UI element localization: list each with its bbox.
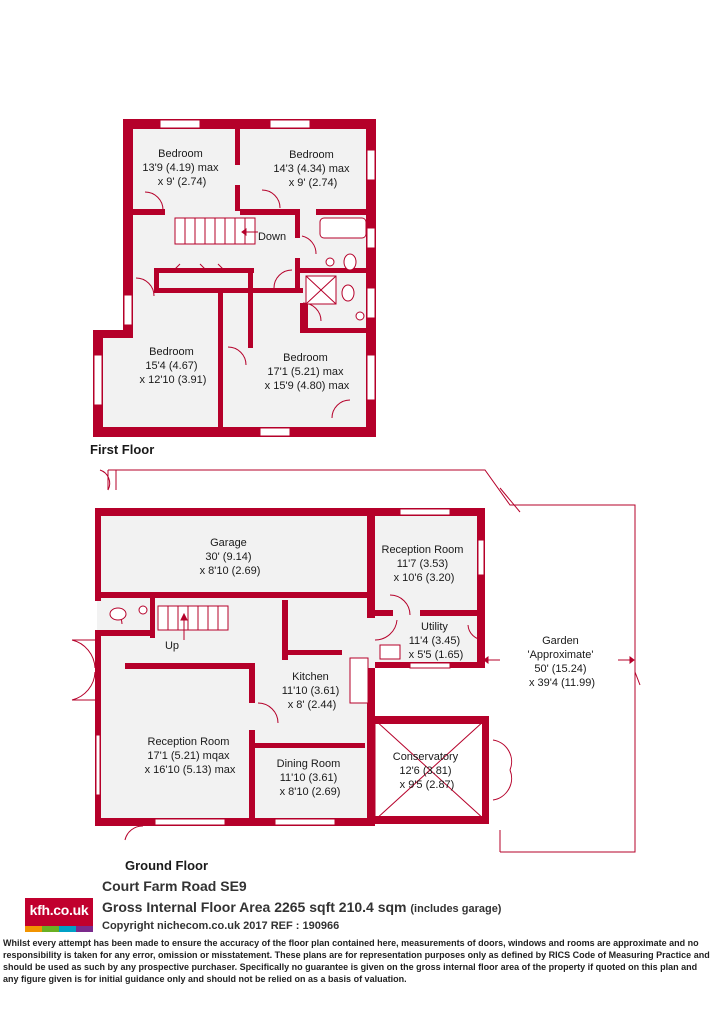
bedroom-2-label: Bedroom 14'3 (4.34) max x 9' (2.74) bbox=[273, 149, 352, 189]
bedroom-1-label: Bedroom 13'9 (4.19) max x 9' (2.74) bbox=[142, 148, 221, 188]
logo-stripes bbox=[25, 926, 93, 932]
ground-floor-stairs bbox=[157, 605, 229, 640]
reception-room-small-label: Reception Room 11'7 (3.53) x 10'6 (3.20) bbox=[382, 544, 467, 584]
ground-floor-label: Ground Floor bbox=[125, 858, 209, 873]
ground-floor-walls bbox=[95, 508, 489, 826]
gross-internal-area: Gross Internal Floor Area 2265 sqft 210.… bbox=[102, 899, 501, 915]
property-address: Court Farm Road SE9 bbox=[102, 878, 247, 894]
gia-note: (includes garage) bbox=[410, 903, 502, 915]
floor-plan: Bedroom 13'9 (4.19) max x 9' (2.74) Bedr… bbox=[71, 119, 641, 853]
garden-outline bbox=[108, 469, 636, 853]
ground-floor-plan bbox=[71, 469, 641, 853]
copyright: Copyright nichecom.co.uk 2017 REF : 1909… bbox=[102, 920, 340, 932]
ground-floor-fill bbox=[97, 512, 482, 822]
disclaimer: Whilst every attempt has been made to en… bbox=[3, 938, 710, 984]
gia-text: Gross Internal Floor Area 2265 sqft 210.… bbox=[102, 899, 407, 915]
kfh-logo: kfh.co.uk bbox=[25, 898, 93, 932]
logo-text: kfh.co.uk bbox=[29, 902, 89, 918]
conservatory-label: Conservatory 12'6 (3.81) x 9'5 (2.87) bbox=[393, 751, 461, 791]
room-labels: Bedroom 13'9 (4.19) max x 9' (2.74) Bedr… bbox=[140, 148, 596, 798]
first-floor-label: First Floor bbox=[90, 442, 155, 457]
ground-floor-fixtures bbox=[109, 605, 401, 704]
first-floor-doors bbox=[135, 189, 351, 419]
first-floor-plan bbox=[93, 119, 376, 437]
garage-label: Garage 30' (9.14) x 8'10 (2.69) bbox=[200, 537, 261, 577]
dining-room-label: Dining Room 11'10 (3.61) x 8'10 (2.69) bbox=[277, 758, 344, 798]
garden-dimension-arrows bbox=[483, 656, 641, 852]
ground-floor-windows bbox=[95, 508, 485, 826]
bedroom-4-label: Bedroom 17'1 (5.21) max x 15'9 (4.80) ma… bbox=[265, 352, 350, 392]
first-floor-walls bbox=[93, 119, 376, 437]
garden-label: Garden 'Approximate' 50' (15.24) x 39'4 … bbox=[527, 635, 596, 689]
ground-floor-doors bbox=[71, 469, 513, 841]
down-label: Down bbox=[258, 231, 286, 243]
reception-room-large-label: Reception Room 17'1 (5.21) mqax x 16'10 … bbox=[145, 736, 236, 776]
first-floor-windows bbox=[93, 119, 376, 437]
up-label: Up bbox=[165, 640, 179, 652]
first-floor-fill bbox=[95, 121, 374, 434]
bedroom-3-label: Bedroom 15'4 (4.67) x 12'10 (3.91) bbox=[140, 346, 207, 386]
first-floor-stairs bbox=[174, 217, 258, 245]
utility-label: Utility 11'4 (3.45) x 5'5 (1.65) bbox=[409, 621, 464, 661]
kitchen-label: Kitchen 11'10 (3.61) x 8' (2.44) bbox=[282, 671, 343, 711]
bathroom-fixtures bbox=[305, 217, 367, 321]
